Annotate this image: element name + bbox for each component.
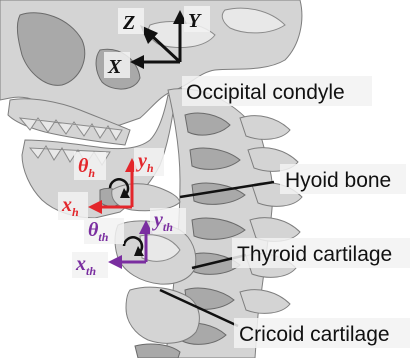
label-hyoid-bone: Hyoid bone: [285, 169, 391, 192]
global-x-label: X: [107, 56, 122, 78]
global-y-label: Y: [188, 10, 202, 32]
label-thyroid-cartilage: Thyroid cartilage: [237, 243, 392, 266]
global-z-label: Z: [122, 12, 135, 34]
label-cricoid-cartilage: Cricoid cartilage: [239, 323, 390, 346]
label-occipital-condyle: Occipital condyle: [186, 81, 345, 104]
